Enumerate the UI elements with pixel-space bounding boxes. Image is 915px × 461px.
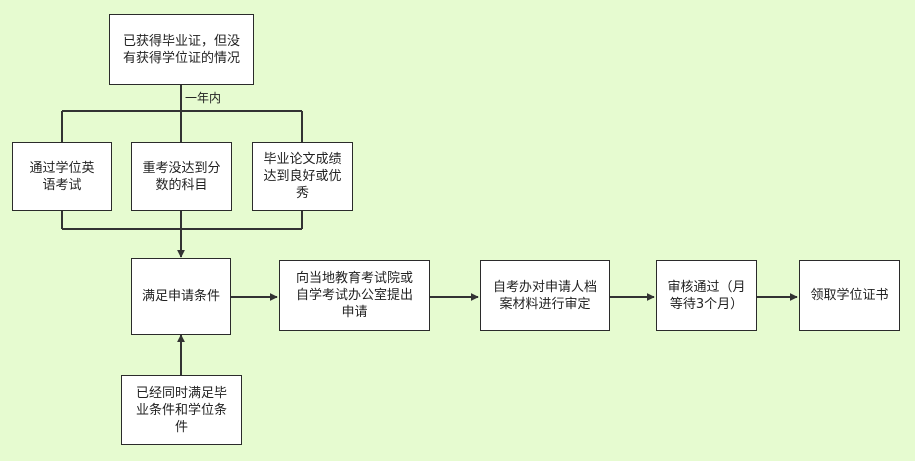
- node-already-satisfied: 已经同时满足毕业条件和学位条件: [121, 375, 242, 445]
- node-meet-conditions: 满足申请条件: [131, 258, 231, 335]
- node-receive: 领取学位证书: [799, 260, 900, 331]
- edge-label-within-year: 一年内: [184, 91, 223, 105]
- node-review: 自考办对申请人档案材料进行审定: [480, 260, 610, 331]
- node-apply: 向当地教育考试院或自学考试办公室提出申请: [279, 260, 430, 331]
- node-cond-thesis: 毕业论文成绩达到良好或优秀: [252, 142, 353, 211]
- node-approve: 审核通过（月等待3个月）: [656, 260, 757, 331]
- node-cond-retake: 重考没达到分数的科目: [131, 142, 232, 211]
- node-cond-english-exam: 通过学位英语考试: [12, 142, 112, 211]
- node-start: 已获得毕业证，但没有获得学位证的情况: [109, 14, 254, 85]
